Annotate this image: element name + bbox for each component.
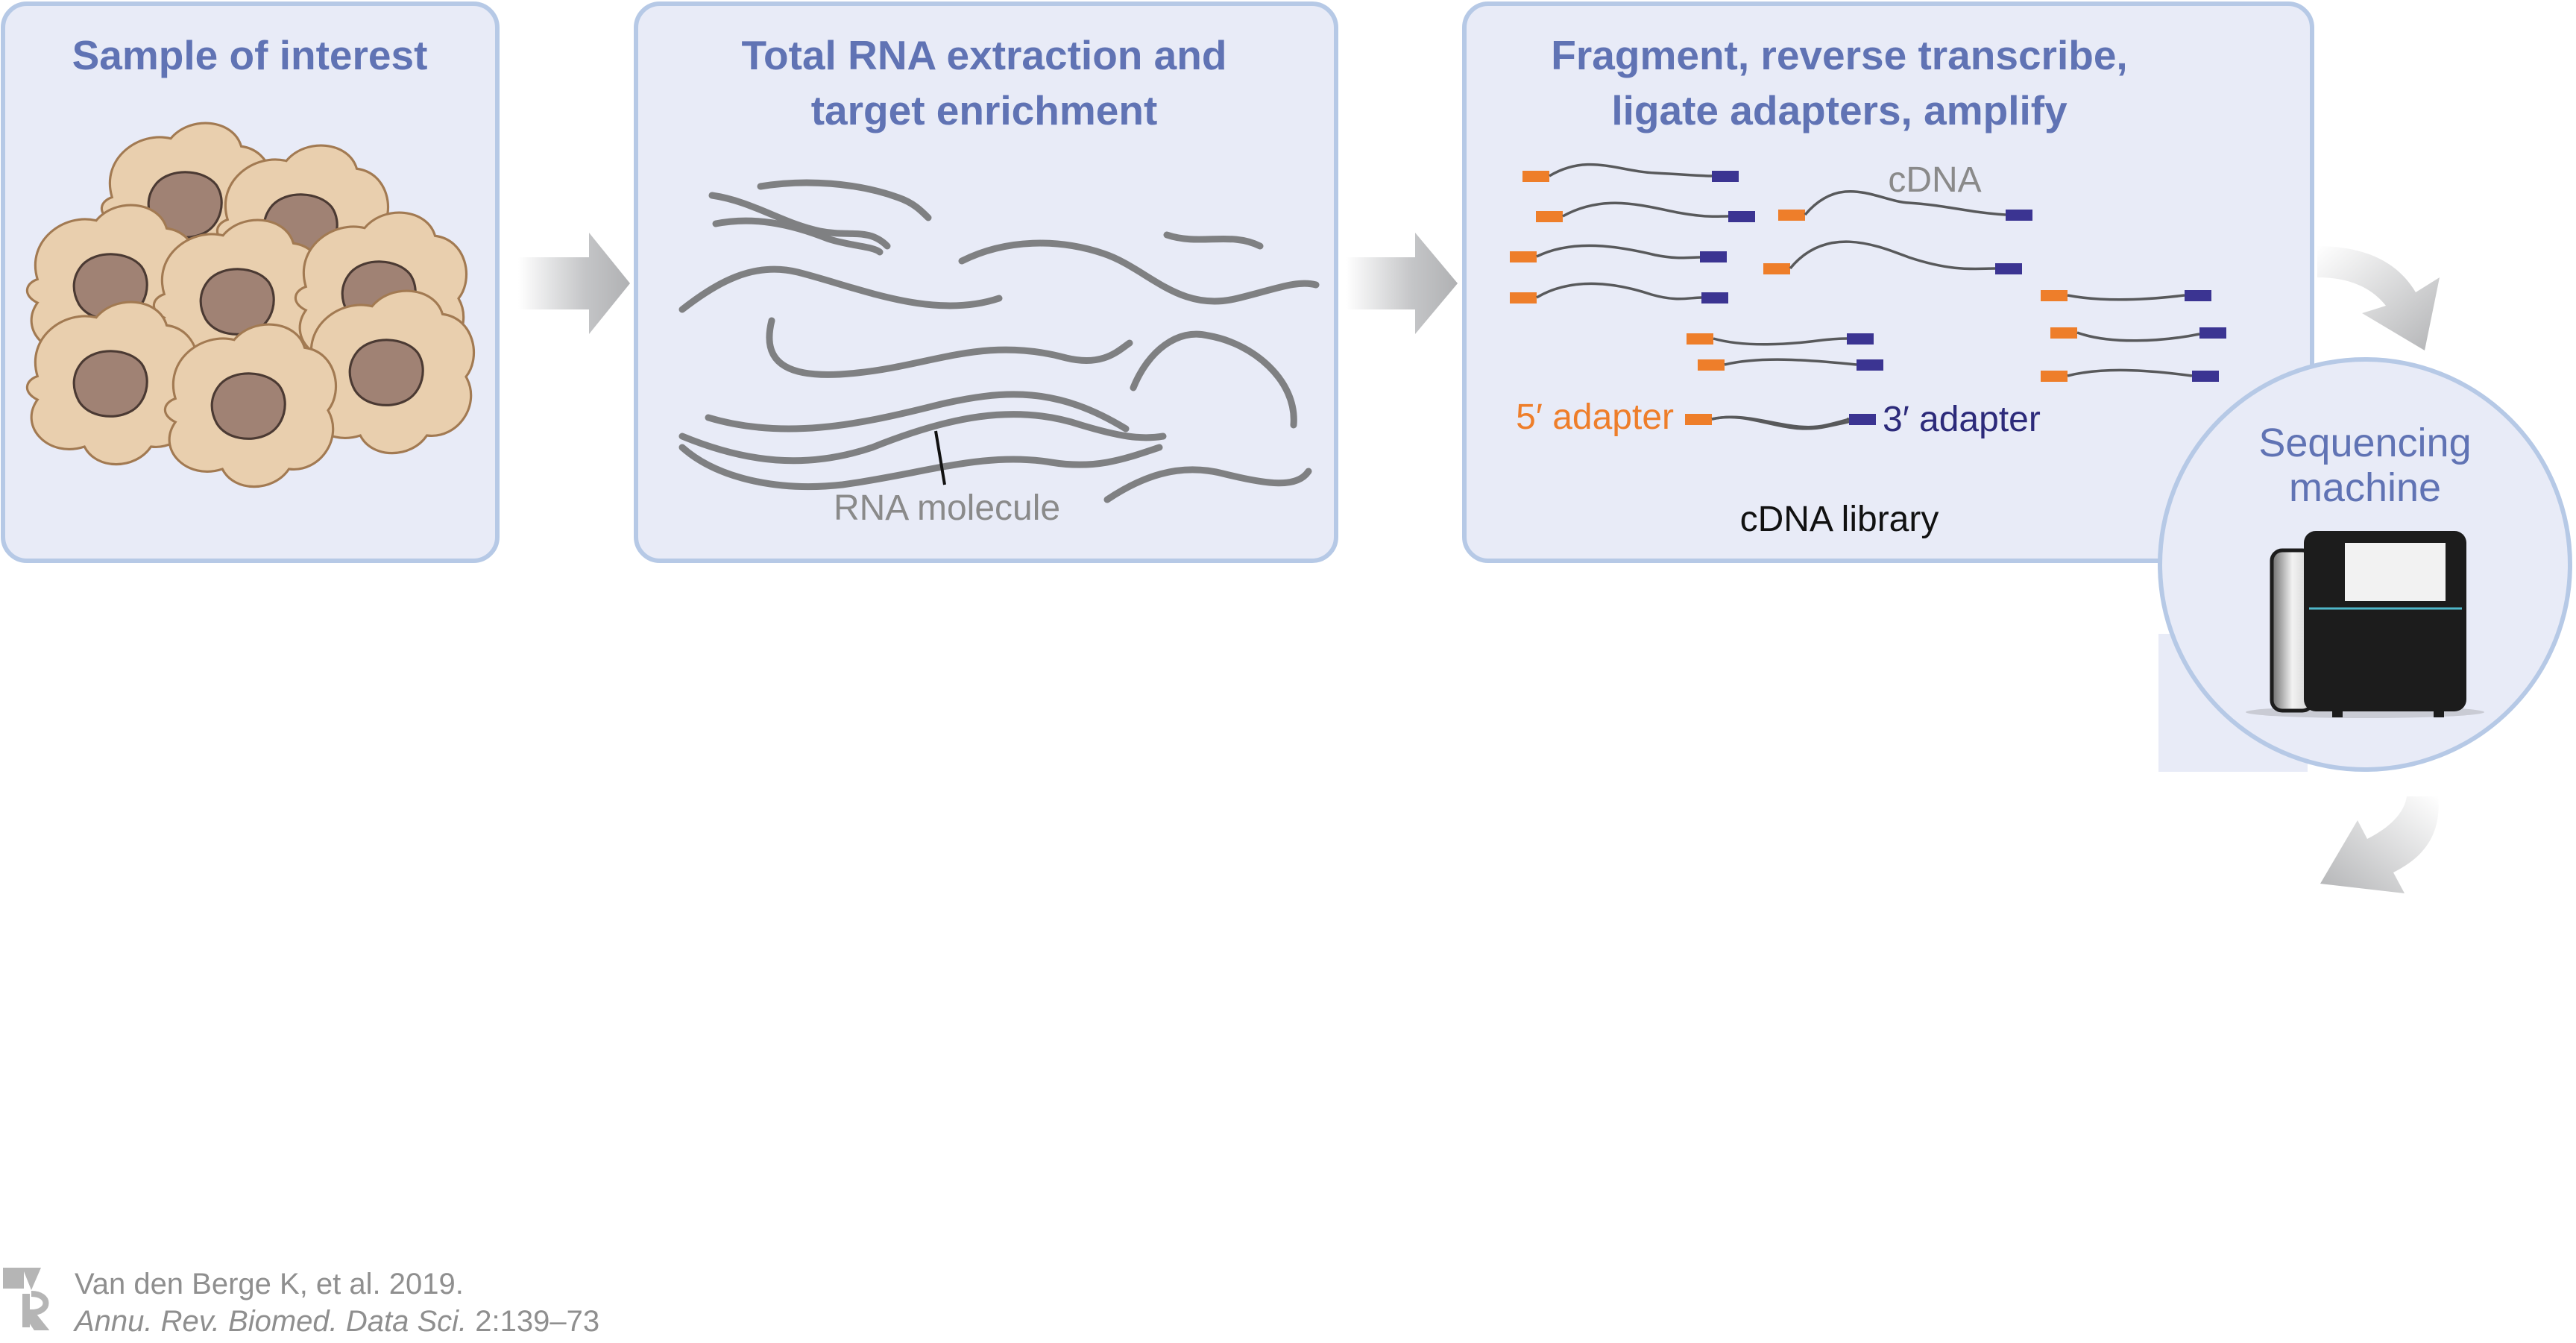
citation-pages: 2:139–73	[467, 1305, 599, 1338]
rna-strand	[708, 192, 891, 250]
cdna-strand	[1804, 189, 2006, 216]
adapter-5prime	[1685, 414, 1712, 425]
cdna-strand	[2067, 294, 2185, 301]
adapter-5prime	[2050, 327, 2077, 339]
cdna-label: cDNA	[1888, 160, 1981, 200]
arrow-right-icon	[518, 233, 630, 334]
rna-strand	[712, 217, 884, 256]
adapter-3prime	[1849, 414, 1876, 425]
adapter-3prime	[1995, 263, 2022, 274]
curved-arrow-icon	[2317, 246, 2440, 350]
adapter-5prime	[1522, 171, 1549, 182]
cdna-strand	[1789, 240, 1996, 271]
panel-rna-extraction: Total RNA extraction and target enrichme…	[634, 1, 1338, 563]
adapter-5prime	[1763, 263, 1790, 274]
rna-strand	[766, 317, 1133, 378]
rna-strand	[1163, 231, 1264, 250]
cell-icon	[163, 323, 338, 488]
adapter-3prime	[2192, 371, 2219, 382]
adapter-3prime	[1701, 292, 1728, 303]
annual-reviews-logo	[3, 1268, 50, 1330]
cdna-strand	[1724, 358, 1857, 366]
rna-strand	[678, 444, 1163, 491]
arrow-right-icon	[1346, 233, 1458, 334]
panel-library-title-line1: Fragment, reverse transcribe,	[1551, 32, 2127, 78]
panel-rna-title-line2: target enrichment	[811, 87, 1158, 133]
citation-block: Van den Berge K, et al. 2019. Annu. Rev.…	[3, 1268, 599, 1338]
panel-library-title-line2: ligate adapters, amplify	[1611, 87, 2068, 133]
panel-sample: Sample of interest	[1, 1, 500, 563]
rna-molecules	[678, 179, 1320, 503]
panel-rna-title-line1: Total RNA extraction and	[742, 32, 1227, 78]
rna-strand	[1103, 466, 1312, 503]
rna-strand	[1130, 330, 1297, 429]
rna-strand	[705, 391, 1130, 433]
curved-arrow-icon	[2320, 796, 2439, 893]
adapter-5prime	[2041, 371, 2068, 382]
cdna-strand	[1713, 337, 1848, 346]
adapter-5prime	[1687, 333, 1713, 345]
cdna-fragments	[1510, 163, 2226, 430]
adapter-5prime	[2041, 290, 2068, 301]
adapter-5prime	[1510, 292, 1537, 303]
adapter-5prime-label: 5′ adapter	[1516, 397, 1674, 437]
adapter-3prime	[2185, 290, 2211, 301]
adapter-5prime	[1778, 210, 1805, 221]
adapter-5prime	[1698, 359, 1725, 371]
cdna-strand	[1536, 282, 1702, 301]
adapter-3prime	[1712, 171, 1739, 182]
rna-strand	[958, 239, 1320, 305]
rna-molecule-pointer	[934, 430, 946, 485]
sequencer-title-line2: machine	[2289, 465, 2441, 510]
rna-strand	[757, 179, 932, 221]
panel-rna-box	[634, 1, 1338, 563]
cdna-strand	[1536, 244, 1701, 260]
cdna-library-label: cDNA library	[1740, 500, 1939, 539]
citation-authors: Van den Berge K, et al. 2019.	[75, 1268, 464, 1300]
sequencer-node: Sequencing machine	[2158, 357, 2572, 772]
sequencer-icon	[2246, 531, 2484, 718]
cdna-strand	[2067, 368, 2193, 377]
sequencer-title-line1: Sequencing	[2258, 421, 2471, 465]
adapter-3prime	[1728, 211, 1755, 222]
panel-sample-title: Sample of interest	[72, 32, 428, 78]
citation-source: Annu. Rev. Biomed. Data Sci. 2:139–73	[73, 1305, 599, 1338]
rna-strand	[678, 411, 1167, 465]
adapter-3prime	[2199, 327, 2226, 339]
rna-molecule-label: RNA molecule	[834, 488, 1060, 528]
adapter-3prime-label: 3′ adapter	[1883, 400, 2041, 439]
adapter-3prime	[2006, 210, 2032, 221]
panel-cdna-library: Fragment, reverse transcribe, ligate ada…	[1462, 1, 2314, 563]
cdna-strand	[1711, 415, 1850, 429]
cdna-strand	[1562, 201, 1729, 218]
adapter-3prime	[1700, 251, 1727, 262]
citation-journal: Annu. Rev. Biomed. Data Sci.	[73, 1305, 467, 1338]
adapter-3prime	[1857, 359, 1883, 371]
adapter-5prime	[1510, 251, 1537, 262]
rna-strand	[678, 265, 1003, 313]
cdna-strand	[2076, 331, 2200, 342]
adapter-3prime	[1847, 333, 1874, 345]
panel-library-box	[1462, 1, 2314, 563]
cdna-strand	[1549, 163, 1713, 177]
adapter-5prime	[1536, 211, 1563, 222]
